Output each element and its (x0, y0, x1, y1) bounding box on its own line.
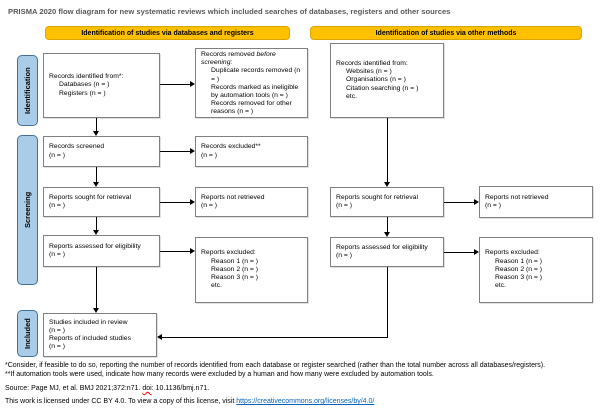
flow-arrow-line (96, 267, 97, 308)
flow-arrow-line (444, 252, 474, 253)
box-text-line: (n = ) (49, 151, 66, 159)
sidebar-label-screening: Screening (17, 135, 38, 285)
flow-arrow-line (160, 151, 190, 152)
box-text-line: Reason 1 (n = ) (495, 257, 543, 265)
flow-arrowhead-down (93, 131, 99, 136)
doi-word: doi (142, 385, 152, 392)
flow-arrow-line (160, 251, 190, 252)
box-text-line: Reason 3 (n = ) (211, 274, 259, 282)
box-text-line: Reports assessed for eligibility (336, 243, 428, 251)
box-text-line: Reports excluded: (201, 249, 256, 257)
flow-arrow-line (96, 167, 97, 182)
box-text-line: Duplicate records removed (n = ) (211, 67, 301, 83)
flow-box-records-removed: Records removed before screening: Duplic… (195, 48, 308, 118)
banner-other-methods: Identification of studies via other meth… (310, 26, 582, 40)
box-text-line: Studies included in review (49, 318, 128, 326)
flow-box-studies-included: Studies included in review (n = ) Report… (43, 313, 157, 357)
box-text-line: (n = ) (49, 343, 66, 351)
license-statement: This work is licensed under CC BY 4.0. T… (5, 398, 375, 405)
box-text-line: etc. (211, 282, 222, 290)
box-text-line: Records removed before screening: (201, 51, 276, 67)
box-text-line: Records identified from: (336, 59, 408, 67)
footnote-double-asterisk: **If automation tools were used, indicat… (5, 371, 434, 378)
box-text-line: Reason 2 (n = ) (211, 265, 259, 273)
box-text-line: (n = ) (201, 151, 218, 159)
flow-arrowhead-right (474, 249, 479, 255)
flow-arrowhead-down (93, 230, 99, 235)
sidebar-label-included: Included (17, 310, 38, 357)
box-text-line: Organisations (n = ) (346, 76, 406, 84)
flow-arrow-line (96, 217, 97, 230)
flow-arrowhead-right (190, 248, 195, 254)
flow-arrowhead-down (384, 182, 390, 187)
box-text-line: Reason 3 (n = ) (495, 274, 543, 282)
flow-arrowhead-right (190, 81, 195, 87)
flow-box-reports-not-retrieved-databases: Reports not retrieved (n = ) (195, 187, 308, 217)
flow-box-reports-excluded-other: Reports excluded: Reason 1 (n = ) Reason… (479, 237, 593, 303)
box-text-line: Records screened (49, 143, 105, 151)
flow-arrow-line (96, 118, 97, 131)
source-citation: Source: Page MJ, et al. BMJ 2021;372:n71… (5, 385, 210, 392)
flow-arrowhead-right (474, 199, 479, 205)
box-text-line: (n = ) (485, 202, 502, 209)
italic-text: before screening: (201, 51, 276, 67)
box-text-line: Records excluded** (201, 143, 261, 151)
box-text-line: Databases (n = ) (59, 81, 110, 89)
box-text-line: Citation searching (n = ) (346, 84, 419, 92)
box-text-line: Reports sought for retrieval (49, 193, 131, 201)
box-text-line: Reason 2 (n = ) (495, 265, 543, 273)
box-text-line: Reports assessed for eligibility (49, 242, 141, 250)
box-text-line: Reports sought for retrieval (336, 193, 418, 201)
box-text-line: (n = ) (49, 326, 66, 334)
box-text-line: etc. (495, 282, 506, 290)
box-text-line: Reports not retrieved (485, 193, 549, 201)
box-text-line: Records identified from*: (49, 73, 124, 81)
box-text-line: Registers (n = ) (59, 89, 106, 97)
box-text-line: Records removed for other reasons (n = ) (211, 100, 292, 116)
flow-arrow-line (160, 202, 190, 203)
footnote-asterisk: *Consider, if feasible to do so, reporti… (5, 362, 546, 369)
flow-arrowhead-left (157, 334, 162, 340)
flow-arrowhead-right (190, 148, 195, 154)
flow-arrowhead-right (190, 199, 195, 205)
license-link[interactable]: https://creativecommons.org/licenses/by/… (236, 398, 375, 405)
flow-arrowhead-down (384, 232, 390, 237)
box-text-line: Reports not retrieved (201, 193, 265, 201)
box-text-line: (n = ) (49, 202, 66, 209)
box-text-line: (n = ) (336, 252, 353, 259)
box-text-line: (n = ) (201, 202, 218, 209)
box-text-line: Records marked as ineligible by automati… (211, 83, 299, 100)
page-title: PRISMA 2020 flow diagram for new systema… (8, 7, 451, 16)
box-text-line: Reports of included studies (49, 335, 131, 342)
sidebar-label-identification: Identification (17, 55, 38, 126)
flow-arrow-line (444, 202, 474, 203)
box-text-line: Reason 1 (n = ) (211, 257, 259, 265)
box-text-line: etc. (346, 92, 357, 100)
flow-arrow-line (162, 337, 388, 338)
flow-box-records-excluded: Records excluded** (n = ) (195, 136, 308, 167)
box-text-line: Websites (n = ) (346, 68, 392, 76)
flow-arrowhead-down (93, 182, 99, 187)
box-text-line: (n = ) (336, 202, 353, 209)
flow-box-records-identified-other: Records identified from: Websites (n = )… (330, 43, 444, 118)
flow-box-records-screened: Records screened (n = ) (43, 136, 160, 167)
flow-arrow-line (160, 84, 190, 85)
flow-arrow-line (387, 217, 388, 232)
banner-databases-registers: Identification of studies via databases … (45, 26, 290, 40)
flow-box-records-identified-databases: Records identified from*: Databases (n =… (43, 53, 160, 118)
flow-box-reports-sought-databases: Reports sought for retrieval (n = ) (43, 187, 160, 217)
flow-box-reports-assessed-databases: Reports assessed for eligibility (n = ) (43, 235, 160, 267)
flow-box-reports-assessed-other: Reports assessed for eligibility (n = ) (330, 237, 444, 267)
flow-box-reports-excluded-databases: Reports excluded: Reason 1 (n = ) Reason… (195, 237, 308, 303)
box-text-line: Reports excluded: (485, 249, 540, 257)
flow-arrowhead-down (93, 308, 99, 313)
flow-box-reports-sought-other: Reports sought for retrieval (n = ) (330, 187, 444, 217)
box-text-line: (n = ) (49, 251, 66, 258)
flow-arrow-line (387, 267, 388, 337)
flow-arrow-line (387, 118, 388, 182)
flow-box-reports-not-retrieved-other: Reports not retrieved (n = ) (479, 186, 593, 218)
